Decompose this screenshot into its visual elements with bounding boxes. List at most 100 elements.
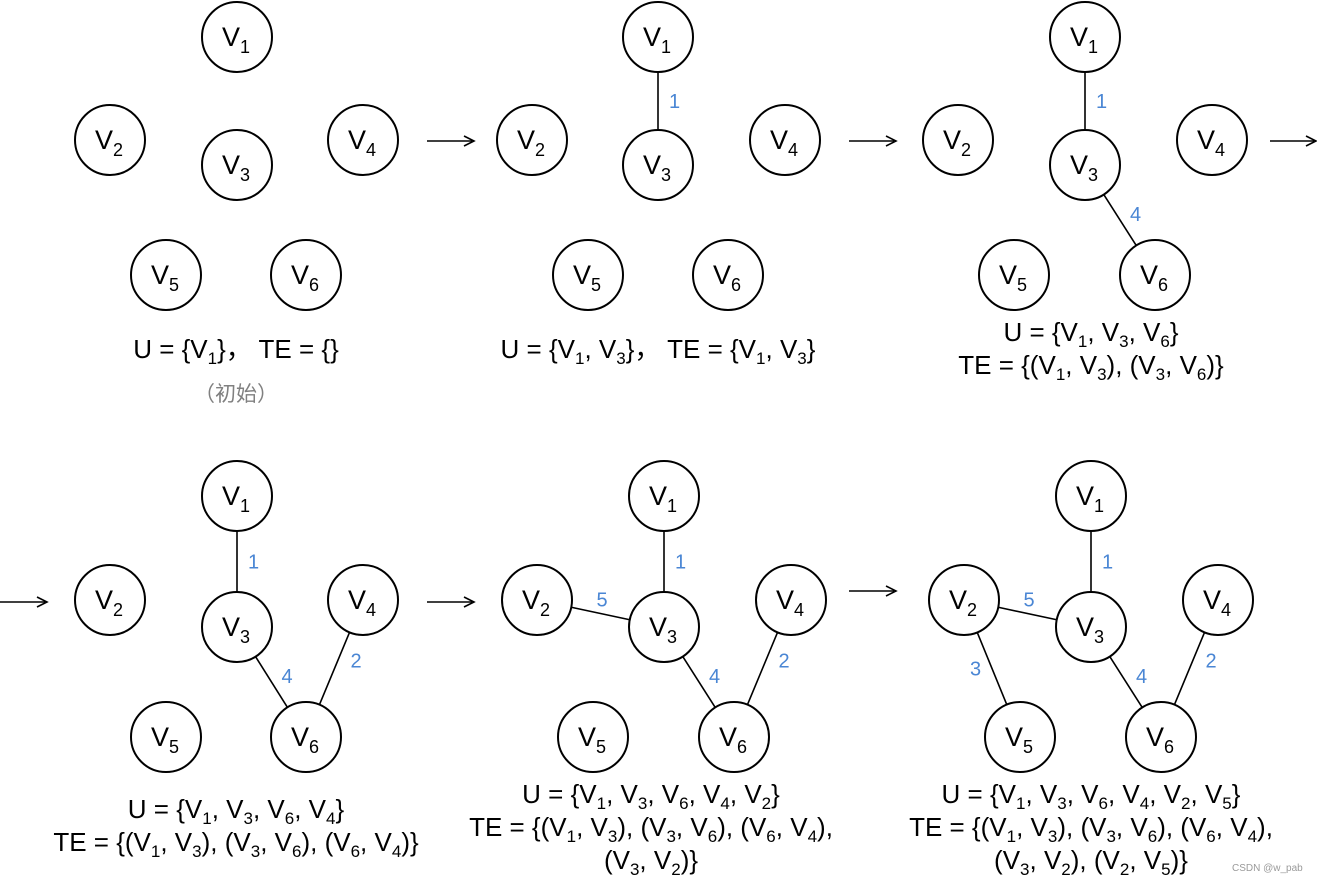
svg-text:V1: V1 <box>222 481 250 516</box>
svg-text:V2: V2 <box>949 585 977 620</box>
edge-v1-v3: 1 <box>1090 531 1113 592</box>
node-v1: V1 <box>622 1 694 73</box>
node-v4: V4 <box>327 104 399 176</box>
node-v4: V4 <box>327 564 399 636</box>
edge-v1-v3: 1 <box>657 72 680 130</box>
node-v6: V6 <box>270 239 342 311</box>
edges: 14 <box>1084 72 1141 246</box>
edge-v3-v6: 4 <box>682 656 720 708</box>
node-v6: V6 <box>698 701 770 773</box>
caption-line: TE = {(V1​, V3​), (V3​, V6​)} <box>958 350 1224 384</box>
edge-v3-v2: 5 <box>571 590 630 621</box>
caption-line: TE = {(V1​, V3​), (V3​, V6​), (V6​, V4​)… <box>53 827 419 861</box>
svg-text:V3: V3 <box>222 612 250 647</box>
node-v1: V1 <box>1055 460 1127 532</box>
caption-line: TE = {(V1​, V3​), (V3​, V6​), (V6​, V4​)… <box>909 812 1273 846</box>
arrow-2 <box>849 135 898 147</box>
node-v2: V2 <box>501 564 573 636</box>
caption: U = {V1​, V3​, V6​, V4​, V2​, V5​}TE = {… <box>909 779 1273 879</box>
node-v3: V3 <box>201 591 273 663</box>
edge-weight: 2 <box>779 651 790 673</box>
arrow-6 <box>849 585 898 597</box>
svg-text:V6: V6 <box>719 722 747 757</box>
node-v2: V2 <box>496 104 568 176</box>
node-v3: V3 <box>1049 129 1121 201</box>
caption-line: U = {V1​}， TE = {} <box>133 334 339 368</box>
edge-v3-v6: 4 <box>1109 656 1147 708</box>
edge-v6-v4: 2 <box>318 632 362 705</box>
node-v2: V2 <box>922 104 994 176</box>
edge-v1-v3: 1 <box>1084 72 1107 130</box>
svg-text:V2: V2 <box>522 585 550 620</box>
caption-note: （初始） <box>194 383 278 406</box>
svg-text:V3: V3 <box>1070 150 1098 185</box>
edge-v1-v3: 1 <box>236 531 259 592</box>
node-v2: V2 <box>928 564 1000 636</box>
caption-line: TE = {(V1​, V3​), (V3​, V6​), (V6​, V4​)… <box>469 812 833 846</box>
node-v5: V5 <box>978 239 1050 311</box>
node-v3: V3 <box>622 129 694 201</box>
svg-text:V1: V1 <box>1076 481 1104 516</box>
svg-text:V5: V5 <box>1005 722 1033 757</box>
node-v6: V6 <box>1125 701 1197 773</box>
caption-line: U = {V1​, V3​, V6​, V4​, V2​} <box>522 779 780 813</box>
caption-line: U = {V1​, V3​, V6​, V4​} <box>128 794 345 828</box>
svg-text:V5: V5 <box>999 260 1027 295</box>
caption-line: U = {V1​, V3​, V6​} <box>1003 317 1178 351</box>
edge-weight: 4 <box>709 666 720 688</box>
node-v3: V3 <box>628 591 700 663</box>
edge-weight: 1 <box>1102 552 1113 574</box>
node-v5: V5 <box>552 239 624 311</box>
edge-v6-v4: 2 <box>1173 632 1217 705</box>
edge-weight: 2 <box>1206 651 1217 673</box>
node-v1: V1 <box>1049 1 1121 73</box>
node-v5: V5 <box>984 701 1056 773</box>
caption-line: U = {V1​, V3​, V6​, V4​, V2​, V5​} <box>942 779 1241 813</box>
arrow-5 <box>427 596 476 608</box>
edge-v2-v5: 3 <box>970 632 1008 705</box>
svg-text:V6: V6 <box>291 260 319 295</box>
arrow-4 <box>0 596 49 608</box>
node-v4: V4 <box>749 104 821 176</box>
edge-weight: 4 <box>1130 204 1141 226</box>
svg-text:V5: V5 <box>151 260 179 295</box>
node-v6: V6 <box>270 701 342 773</box>
svg-text:V2: V2 <box>517 125 545 160</box>
svg-text:V3: V3 <box>649 612 677 647</box>
node-v6: V6 <box>1119 239 1191 311</box>
node-v5: V5 <box>130 239 202 311</box>
caption: U = {V1​, V3​, V6​}TE = {(V1​, V3​), (V3… <box>958 317 1224 384</box>
arrow-1 <box>427 135 476 147</box>
edge-weight: 3 <box>970 659 981 681</box>
node-v4: V4 <box>755 564 827 636</box>
svg-text:V5: V5 <box>573 260 601 295</box>
watermark: CSDN @w_pab <box>1232 863 1303 874</box>
edges: 1 <box>657 72 680 130</box>
svg-text:V1: V1 <box>222 22 250 57</box>
edges: 142 <box>236 531 362 708</box>
svg-text:V4: V4 <box>776 585 804 620</box>
edge-v6-v4: 2 <box>746 632 790 705</box>
edge-v1-v3: 1 <box>663 531 686 592</box>
node-v2: V2 <box>74 564 146 636</box>
caption: U = {V1​, V3​, V6​, V4​}TE = {(V1​, V3​)… <box>53 794 419 861</box>
node-v3: V3 <box>1055 591 1127 663</box>
svg-text:V4: V4 <box>1203 585 1231 620</box>
svg-text:V4: V4 <box>1197 125 1225 160</box>
edge-weight: 5 <box>1024 590 1035 612</box>
edges: 1 4 2 5 3 <box>970 531 1217 708</box>
edges: 1 4 2 5 <box>571 531 790 708</box>
